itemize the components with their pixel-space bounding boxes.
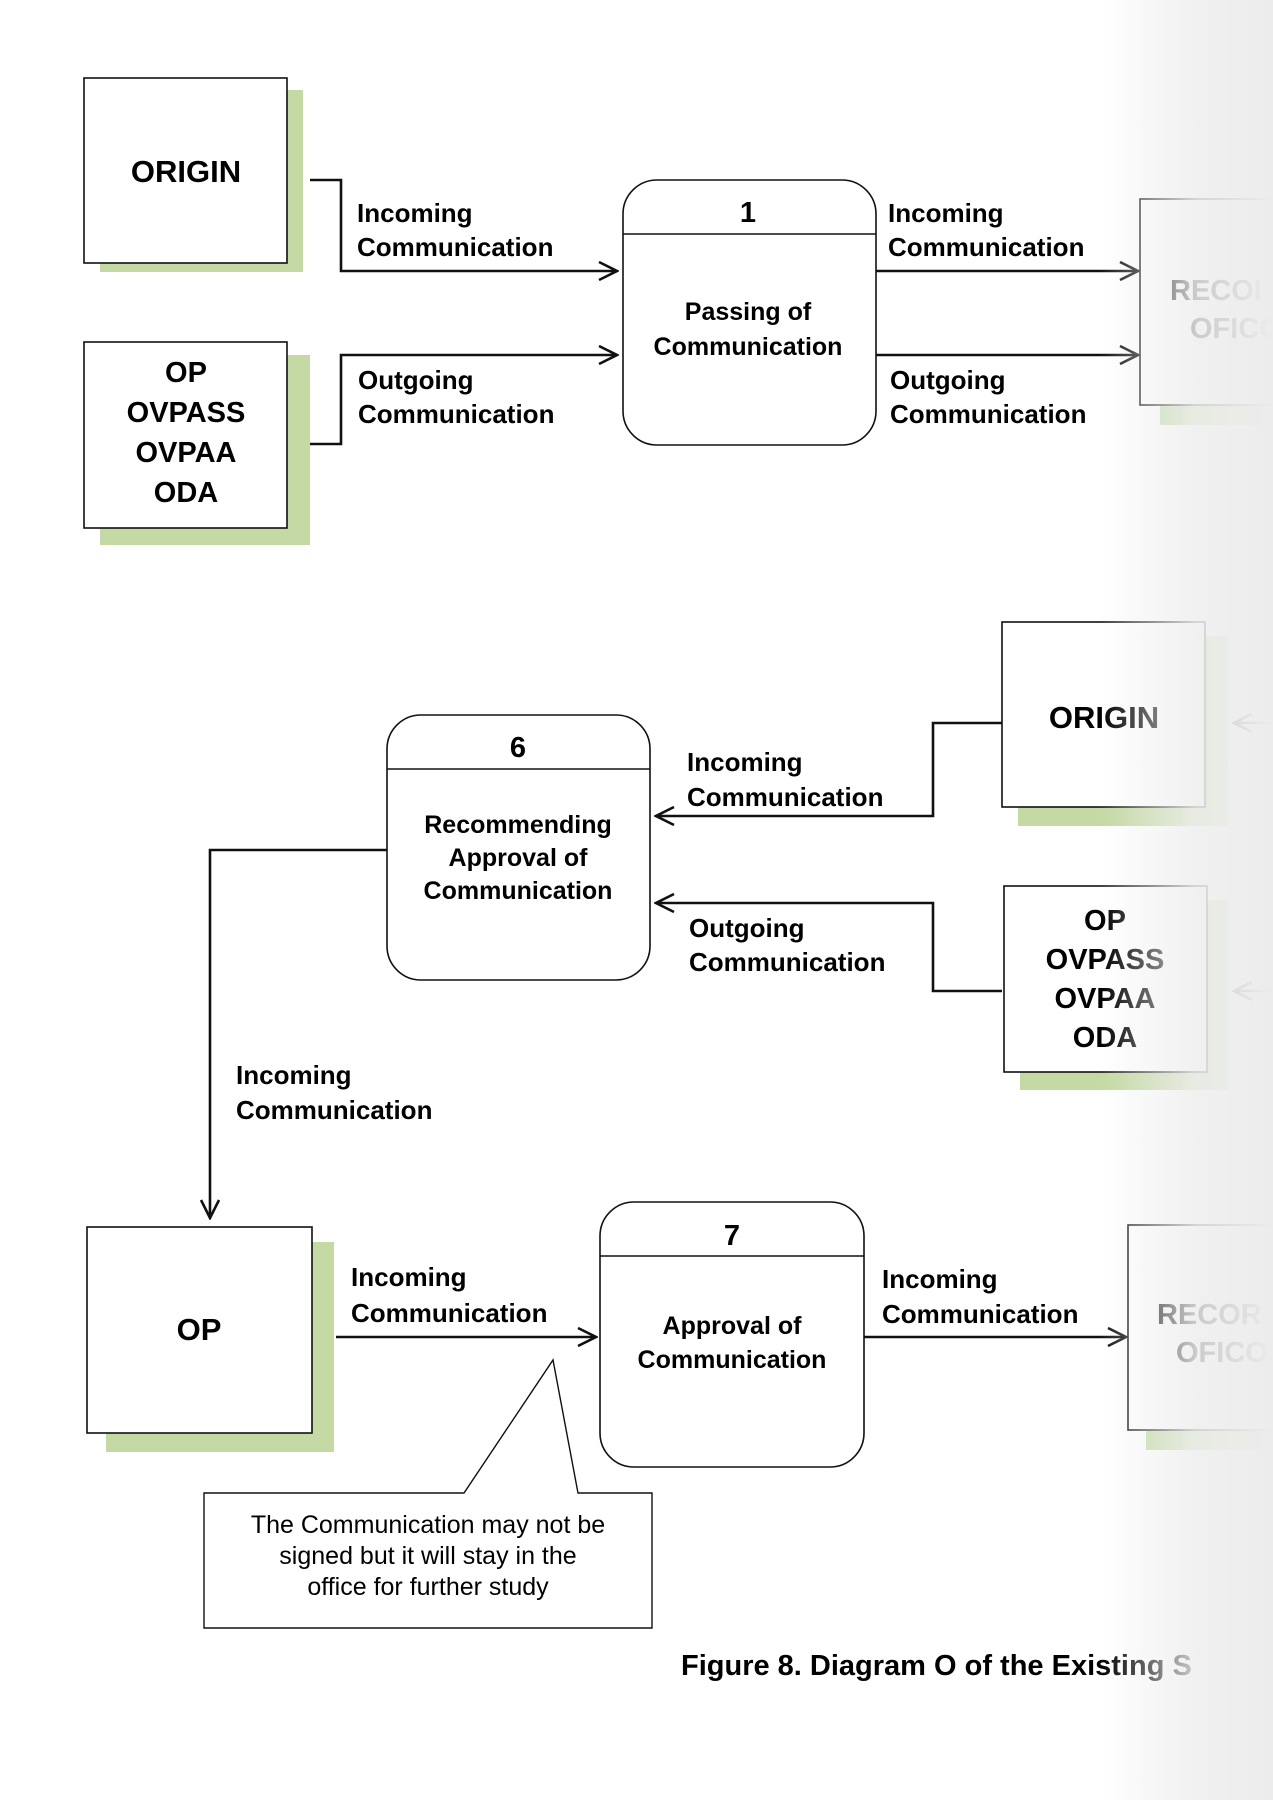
figure-caption: Figure 8. Diagram O of the Existing S xyxy=(681,1650,1192,1682)
process-6: 6 Recommending Approval of Communication xyxy=(386,714,651,981)
entity-label: OFICO xyxy=(1176,1337,1268,1369)
process-1: 1 Passing of Communication xyxy=(622,179,877,446)
entity-label: OP xyxy=(165,357,207,389)
process-number: 1 xyxy=(740,197,756,229)
process-label: Communication xyxy=(424,877,613,905)
svg-text:Incoming: Incoming xyxy=(882,1264,998,1294)
process-number: 7 xyxy=(724,1220,740,1252)
entity-label: OVPAA xyxy=(136,437,237,469)
svg-text:Incoming: Incoming xyxy=(888,198,1004,228)
flow-incoming-p1-to-records: Incoming Communication xyxy=(876,198,1138,271)
flow-incoming-p6-to-op: Incoming Communication xyxy=(210,848,432,1218)
flow-incoming-op-to-p7: Incoming Communication xyxy=(336,1262,596,1337)
entity-label: RECOI xyxy=(1170,275,1262,307)
svg-text:Outgoing: Outgoing xyxy=(890,365,1006,395)
entity-label: OVPAA xyxy=(1055,983,1156,1015)
entity-label: OVPASS xyxy=(1046,944,1165,976)
svg-text:Communication: Communication xyxy=(689,947,885,977)
flow-incoming-origin-to-p6: Incoming Communication xyxy=(656,721,1002,816)
svg-text:Communication: Communication xyxy=(882,1299,1078,1329)
svg-text:Outgoing: Outgoing xyxy=(358,365,474,395)
entity-origin-top: ORIGIN xyxy=(83,77,303,272)
process-label: Communication xyxy=(654,333,843,361)
svg-text:Communication: Communication xyxy=(357,232,553,262)
process-label: Approval of xyxy=(663,1312,803,1340)
svg-text:Incoming: Incoming xyxy=(687,747,803,777)
process-label: Passing of xyxy=(685,298,812,326)
entity-origin-mid: ORIGIN xyxy=(1001,621,1228,826)
svg-text:Incoming: Incoming xyxy=(351,1262,467,1292)
entity-records-bottom: RECOR OFICO xyxy=(1127,1224,1273,1450)
flow-outgoing-offices-to-p1: Outgoing Communication xyxy=(310,355,617,446)
entity-label: OFICO xyxy=(1190,313,1273,345)
flow-stub-arrows-right xyxy=(1234,723,1273,1196)
svg-text:Communication: Communication xyxy=(236,1095,432,1125)
note-line: office for further study xyxy=(307,1573,549,1601)
entity-label: RECOR xyxy=(1157,1299,1262,1331)
entity-records-top: RECOI OFICO xyxy=(1139,198,1273,425)
entity-label: ODA xyxy=(1073,1022,1138,1054)
entity-label: ORIGIN xyxy=(1049,700,1159,735)
process-label: Communication xyxy=(638,1346,827,1374)
svg-text:Communication: Communication xyxy=(358,399,554,429)
entity-offices-top: OP OVPASS OVPAA ODA xyxy=(83,341,310,545)
svg-text:Communication: Communication xyxy=(890,399,1086,429)
process-label: Recommending xyxy=(424,811,612,839)
flow-incoming-origin-to-p1: Incoming Communication xyxy=(310,178,617,271)
callout-note: The Communication may not be signed but … xyxy=(203,1358,653,1629)
flow-incoming-p7-to-records: Incoming Communication xyxy=(864,1264,1126,1337)
entity-op-bottom: OP xyxy=(86,1226,334,1452)
svg-text:Communication: Communication xyxy=(687,782,883,812)
svg-text:Communication: Communication xyxy=(351,1298,547,1328)
svg-text:Incoming: Incoming xyxy=(236,1060,352,1090)
process-number: 6 xyxy=(510,732,526,764)
entity-label: OP xyxy=(177,1312,222,1347)
entity-label: OP xyxy=(1084,905,1126,937)
flow-outgoing-p1-to-records: Outgoing Communication xyxy=(876,355,1138,429)
entity-label: OVPASS xyxy=(127,397,246,429)
entity-offices-mid: OP OVPASS OVPAA ODA xyxy=(1003,885,1228,1090)
entity-label: ORIGIN xyxy=(131,154,241,189)
note-line: The Communication may not be xyxy=(251,1511,605,1539)
note-line: signed but it will stay in the xyxy=(279,1542,576,1570)
process-7: 7 Approval of Communication xyxy=(599,1201,865,1468)
svg-text:Communication: Communication xyxy=(888,232,1084,262)
svg-text:Outgoing: Outgoing xyxy=(689,913,805,943)
process-label: Approval of xyxy=(449,844,589,872)
flow-outgoing-offices-to-p6: Outgoing Communication xyxy=(656,903,1002,993)
svg-text:Incoming: Incoming xyxy=(357,198,473,228)
entity-label: ODA xyxy=(154,477,219,509)
